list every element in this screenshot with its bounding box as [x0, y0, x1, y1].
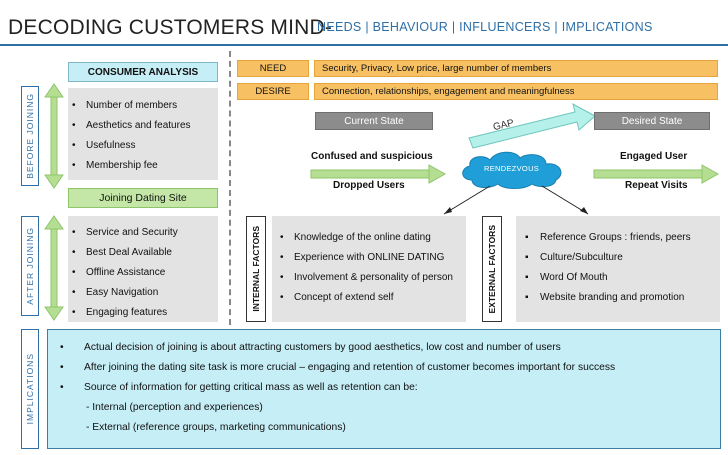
need-label: NEED [237, 60, 309, 77]
desired-state-header: Desired State [594, 112, 710, 130]
before-joining-panel: Number of members Aesthetics and feature… [68, 88, 218, 180]
desire-label: DESIRE [237, 83, 309, 100]
rendezvous-label: RENDEZVOUS [484, 164, 540, 173]
list-item: Easy Navigation [68, 283, 218, 303]
consumer-analysis-header: CONSUMER ANALYSIS [68, 62, 218, 82]
page-title: DECODING CUSTOMERS MIND- [8, 16, 333, 39]
external-factors-text: EXTERNAL FACTORS [487, 224, 497, 314]
joining-dating-site-label: Joining Dating Site [68, 188, 218, 208]
desired-state-text: Engaged User [620, 151, 688, 162]
list-item: - External (reference groups, marketing … [86, 422, 346, 433]
list-item: Word Of Mouth [522, 268, 720, 288]
external-factors-panel: Reference Groups : friends, peers Cultur… [516, 216, 720, 322]
rendezvous-cloud-icon [462, 151, 562, 189]
list-item: Involvement & personality of person [276, 268, 466, 288]
external-factors-list: Reference Groups : friends, peers Cultur… [522, 228, 720, 308]
list-item: Number of members [68, 96, 218, 116]
after-joining-label: AFTER JOINING [21, 216, 39, 316]
list-item: - Internal (perception and experiences) [86, 402, 263, 413]
internal-factors-text: INTERNAL FACTORS [251, 226, 261, 312]
list-item: Engaging features [68, 303, 218, 323]
before-joining-arrow [44, 83, 64, 189]
current-state-text: Confused and suspicious [311, 151, 433, 162]
external-factors-label: EXTERNAL FACTORS [482, 216, 502, 322]
page-subtitle: NEEDS | BEHAVIOUR | INFLUENCERS | IMPLIC… [317, 20, 653, 34]
dropped-users-arrow [310, 164, 447, 184]
before-joining-label: BEFORE JOINING [21, 86, 39, 186]
list-item: Actual decision of joining is about attr… [48, 338, 720, 358]
internal-factors-panel: Knowledge of the online dating Experienc… [272, 216, 466, 322]
implications-list: Actual decision of joining is about attr… [48, 330, 720, 438]
list-item: Membership fee [68, 156, 218, 176]
list-item: Website branding and promotion [522, 288, 720, 308]
internal-factors-list: Knowledge of the online dating Experienc… [276, 228, 466, 308]
list-item: Service and Security [68, 223, 218, 243]
gap-arrow [468, 103, 596, 149]
list-item: Experience with ONLINE DATING [276, 248, 466, 268]
implications-label: IMPLICATIONS [21, 329, 39, 449]
section-divider [229, 51, 231, 325]
dropped-users-text: Dropped Users [333, 180, 405, 191]
after-joining-list: Service and Security Best Deal Available… [68, 223, 218, 323]
list-item: Reference Groups : friends, peers [522, 228, 720, 248]
list-item: Culture/Subculture [522, 248, 720, 268]
list-item: Best Deal Available [68, 243, 218, 263]
need-text: Security, Privacy, Low price, large numb… [314, 60, 718, 77]
desire-text: Connection, relationships, engagement an… [314, 83, 718, 100]
implications-box: Actual decision of joining is about attr… [47, 329, 721, 449]
repeat-visits-text: Repeat Visits [625, 180, 688, 191]
list-item: Usefulness [68, 136, 218, 156]
list-item: Source of information for getting critic… [48, 378, 720, 398]
list-item: Aesthetics and features [68, 116, 218, 136]
list-item: Knowledge of the online dating [276, 228, 466, 248]
after-joining-panel: Service and Security Best Deal Available… [68, 216, 218, 323]
title-divider [0, 44, 728, 46]
list-item: Concept of extend self [276, 288, 466, 308]
list-item: After joining the dating site task is mo… [48, 358, 720, 378]
internal-factors-label: INTERNAL FACTORS [246, 216, 266, 322]
before-joining-list: Number of members Aesthetics and feature… [68, 96, 218, 176]
repeat-visits-arrow [593, 164, 720, 184]
current-state-header: Current State [315, 112, 433, 130]
after-joining-arrow [44, 215, 64, 321]
list-item: Offline Assistance [68, 263, 218, 283]
